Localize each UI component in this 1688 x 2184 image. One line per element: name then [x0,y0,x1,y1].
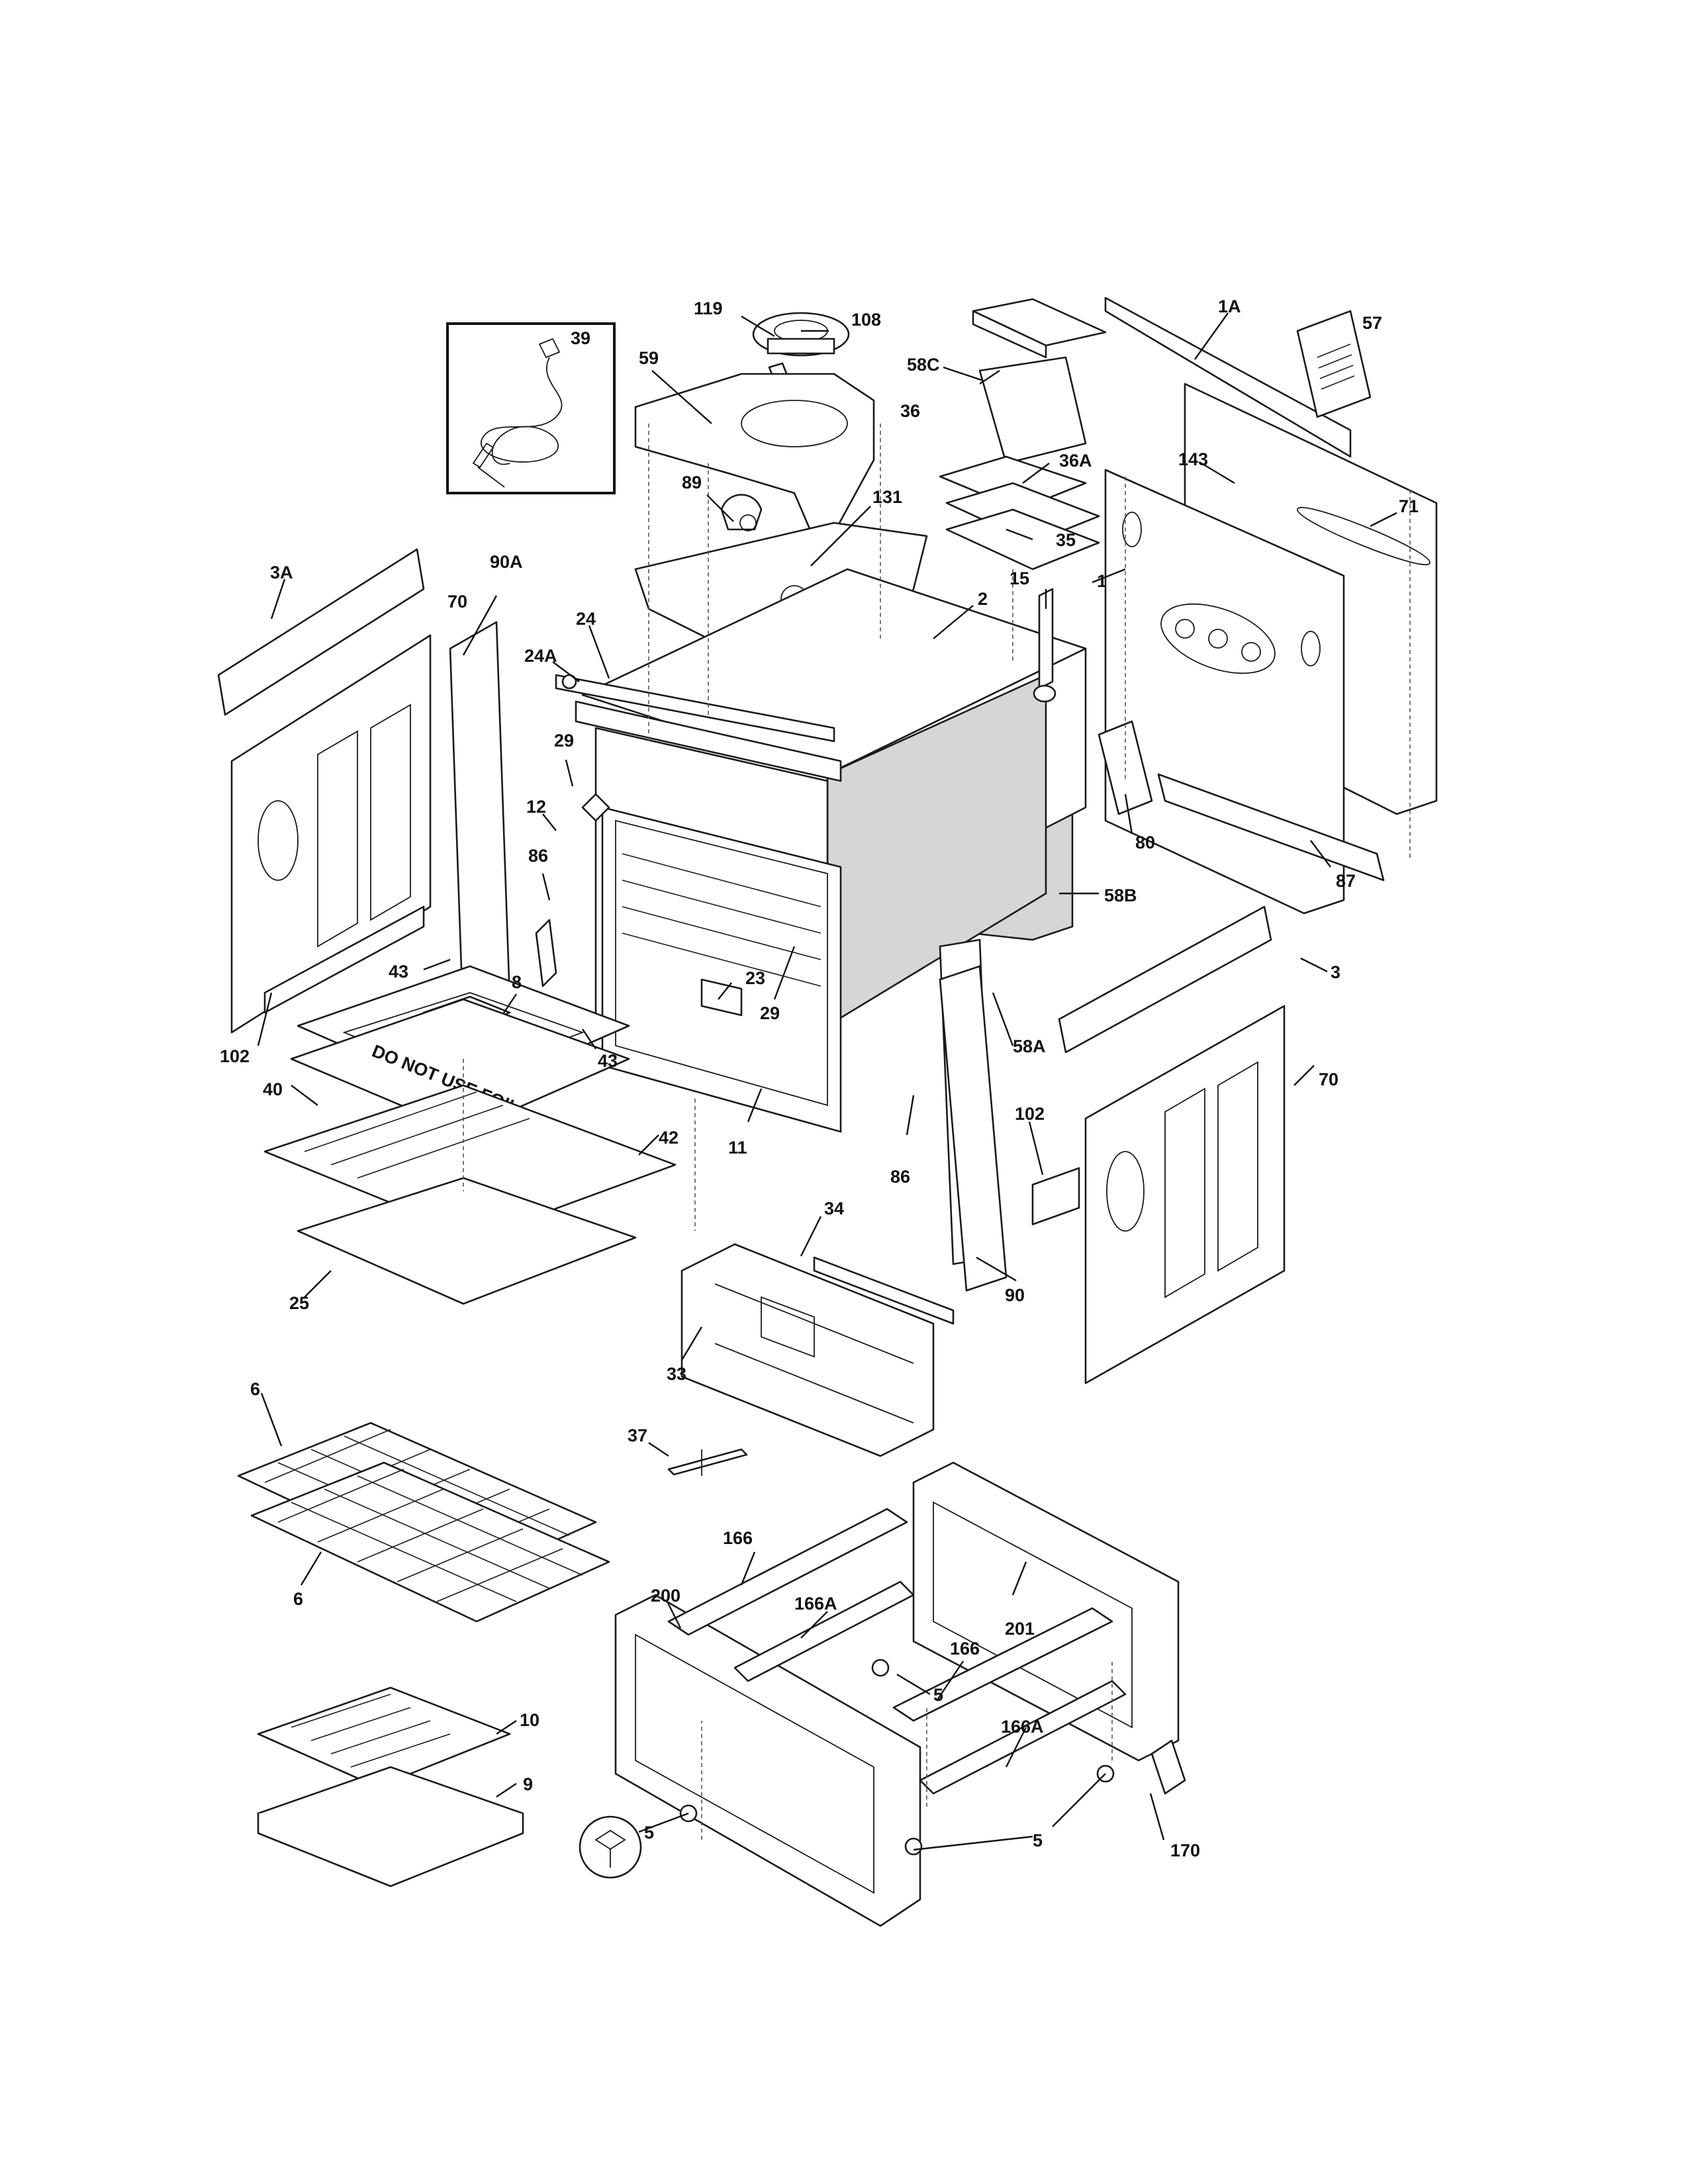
callout-80: 80 [1135,833,1155,852]
callout-59: 59 [639,348,659,368]
callout-1: 1 [1097,571,1107,591]
callout-90: 90 [1005,1285,1025,1305]
callout-143: 143 [1178,449,1208,469]
leader-lines [257,312,1397,1851]
callout-10: 10 [520,1710,539,1730]
rear-panel-assembly [1104,296,1438,915]
right-side-panels [1031,588,1385,1385]
callout-86-right: 86 [890,1167,910,1187]
base-frame-assembly [614,1461,1186,1927]
loose-hardware [667,1448,748,1476]
callout-36a: 36A [1059,451,1092,471]
callout-119: 119 [694,298,723,318]
callout-71: 71 [1399,496,1419,516]
oven-racks [237,1422,610,1623]
callout-90a: 90A [490,552,523,572]
oven-bottom-panels: DO NOT USE FOIL [263,674,677,1305]
callout-24a: 24A [524,646,557,666]
alignment-lines [463,424,1411,1840]
callout-170: 170 [1170,1841,1200,1860]
callout-166-top: 166 [723,1528,753,1548]
callout-3a: 3A [270,563,293,582]
callout-42: 42 [659,1128,679,1148]
callout-15: 15 [1009,569,1029,588]
callout-58c: 58C [907,355,940,375]
callout-58b: 58B [1104,886,1137,905]
callout-34: 34 [824,1199,844,1218]
callout-29-mid: 29 [760,1003,780,1023]
callout-58a: 58A [1013,1036,1046,1056]
callout-5-mid: 5 [933,1685,943,1705]
callout-201: 201 [1005,1619,1035,1639]
callout-2: 2 [978,589,988,609]
leveling-leg-inset [579,1815,642,1879]
callout-57: 57 [1362,313,1382,333]
broiler-pan [257,1686,524,1888]
callout-6-top: 6 [250,1379,260,1399]
callout-108: 108 [851,310,881,330]
callout-89: 89 [682,473,702,492]
callout-37: 37 [628,1426,647,1445]
callout-5-right: 5 [1033,1831,1043,1850]
callout-3: 3 [1331,962,1340,982]
callout-166a-top: 166A [794,1594,837,1614]
callout-102-left: 102 [220,1046,250,1066]
callout-166a-bottom: 166A [1001,1717,1044,1737]
callout-33: 33 [667,1364,686,1384]
callout-24: 24 [576,609,596,629]
callout-43-left: 43 [389,962,408,981]
callout-5-left: 5 [644,1823,654,1843]
callout-35: 35 [1056,530,1076,550]
callout-23: 23 [745,968,765,988]
callout-102-right: 102 [1015,1104,1045,1124]
callout-11: 11 [728,1138,747,1158]
vent-duct-assembly [939,298,1107,570]
left-side-panels [217,548,511,1034]
oven-door-interior [680,965,1008,1457]
callout-36: 36 [900,401,920,421]
callout-70-left: 70 [447,592,467,612]
inset-power-cord [446,322,616,494]
callout-6-bottom: 6 [293,1589,303,1609]
callout-29-top: 29 [554,731,574,751]
callout-1a: 1A [1218,296,1241,316]
part-callouts: 108 119 59 39 89 131 58C 36 36A 35 1A 57… [220,296,1419,1860]
oven-cavity-body [555,568,1087,1265]
callout-39: 39 [571,328,590,348]
callout-131: 131 [872,487,902,507]
callout-166-bottom: 166 [950,1639,980,1659]
callout-9: 9 [523,1774,533,1794]
callout-86-left: 86 [528,846,548,866]
callout-25: 25 [289,1293,309,1313]
callout-70-right: 70 [1319,1069,1338,1089]
callout-12: 12 [526,797,546,817]
callout-43-right: 43 [598,1051,618,1071]
callout-200: 200 [651,1586,680,1606]
callout-87: 87 [1336,871,1356,891]
callout-8: 8 [512,972,522,992]
callout-40: 40 [263,1079,283,1099]
